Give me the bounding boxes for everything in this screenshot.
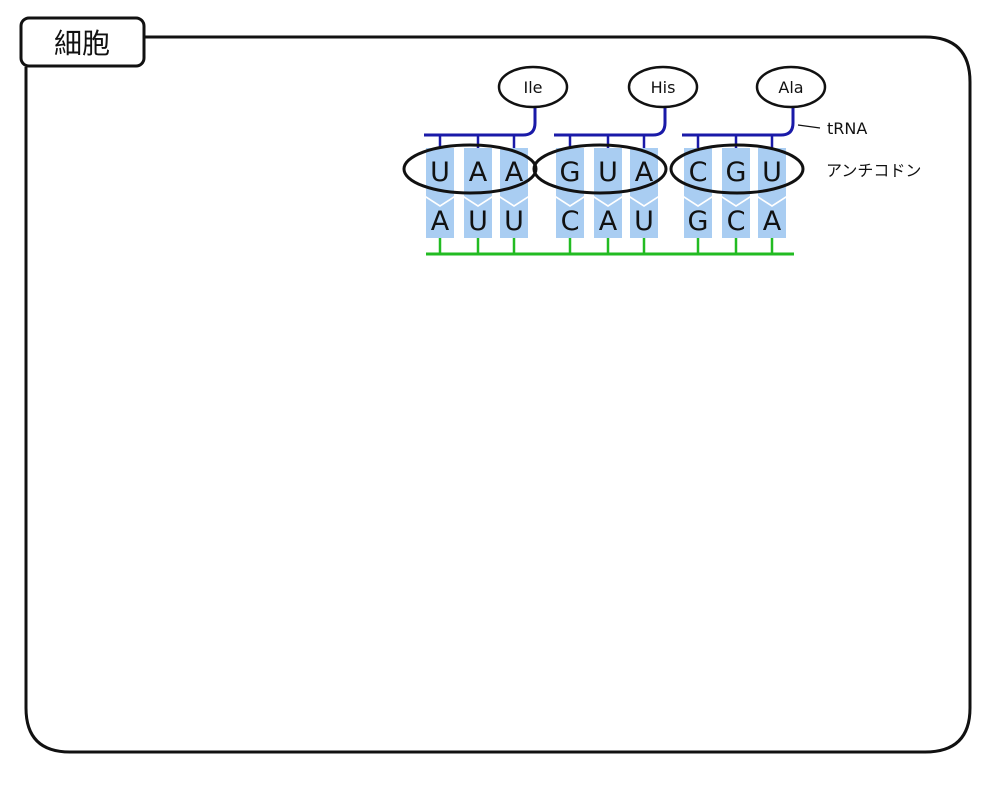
codon-base-block (556, 198, 584, 238)
anticodon-base: A (469, 157, 488, 188)
amino-acid-circle (497, 65, 569, 109)
amino-acid-circle (755, 65, 827, 109)
anticodon-base-block (594, 148, 622, 205)
cell-title: 細胞 (54, 27, 110, 60)
trna-label-pointer (797, 124, 821, 129)
anticodon-base: C (689, 157, 708, 188)
codon-base-block (684, 198, 712, 238)
anticodon-label: アンチコドン (826, 161, 921, 180)
amino-acid-circle (627, 65, 699, 109)
cell-title-tag: 細胞 (19, 16, 146, 68)
codon-base-block (758, 198, 786, 238)
codon-base: U (504, 206, 524, 237)
codon-base: A (431, 206, 450, 237)
trna-backbone (554, 106, 667, 137)
anticodon-oval (532, 143, 668, 195)
codon-base-block (722, 198, 750, 238)
cell-membrane (24, 35, 972, 754)
codon-base-block (426, 198, 454, 238)
anticodon-base-block (630, 148, 658, 205)
anticodon-base: G (560, 157, 581, 188)
anticodon-base: A (505, 157, 524, 188)
anticodon-base: U (430, 157, 450, 188)
codon-base-block (464, 198, 492, 238)
amino-acid-label: His (651, 78, 676, 97)
anticodon-oval (669, 143, 805, 195)
amino-acid-label: Ala (778, 78, 803, 97)
anticodon-base-block (464, 148, 492, 205)
anticodon-oval (402, 143, 538, 195)
trna-backbone (424, 106, 537, 137)
codon-base: G (688, 206, 709, 237)
codon-base: U (468, 206, 488, 237)
codon-base: A (599, 206, 618, 237)
anticodon-base: U (598, 157, 618, 188)
anticodon-base: U (762, 157, 782, 188)
codon-base: U (634, 206, 654, 237)
anticodon-base-block (722, 148, 750, 205)
codon-base: C (727, 206, 746, 237)
codon-base-block (500, 198, 528, 238)
trna-label: tRNA (827, 119, 867, 138)
codon-base-block (630, 198, 658, 238)
trna-backbone (682, 106, 795, 137)
anticodon-base: G (726, 157, 747, 188)
codon-base: C (561, 206, 580, 237)
anticodon-base: A (635, 157, 654, 188)
amino-acid-label: Ile (523, 78, 542, 97)
anticodon-base-block (500, 148, 528, 205)
codon-base-block (594, 198, 622, 238)
codon-base: A (763, 206, 782, 237)
